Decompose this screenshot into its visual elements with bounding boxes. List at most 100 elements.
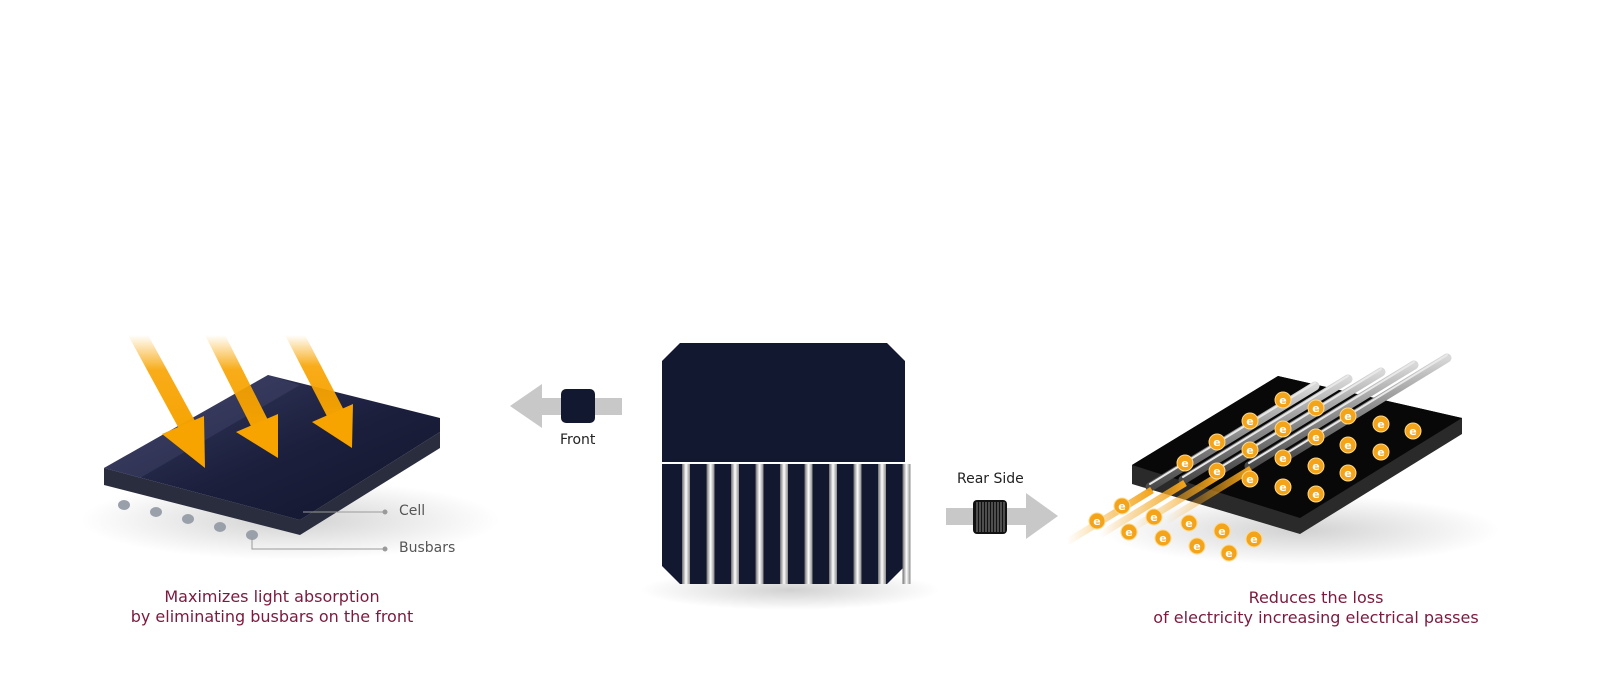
electron-icon: e xyxy=(1208,433,1226,451)
electron-icon: e xyxy=(1241,470,1259,488)
cell-side xyxy=(104,432,440,535)
electron-symbol: e xyxy=(1279,481,1286,494)
electron-icon: e xyxy=(1274,449,1292,467)
electron-icon: e xyxy=(1241,441,1259,459)
electron-icon: e xyxy=(1188,537,1206,555)
rear-stripe xyxy=(829,464,837,584)
rear-busbar xyxy=(1178,374,1353,485)
electron-symbol: e xyxy=(1312,402,1319,415)
rear-stripe xyxy=(731,464,739,584)
electron-symbol: e xyxy=(1246,415,1253,428)
electron-icon: e xyxy=(1274,478,1292,496)
electron-symbol: e xyxy=(1150,511,1157,524)
rear-arrow xyxy=(946,493,1058,539)
electron-symbol: e xyxy=(1312,431,1319,444)
center-cell xyxy=(640,343,940,610)
rear-cell-icon xyxy=(973,500,1007,534)
electron-symbol: e xyxy=(1344,410,1351,423)
electron-icon: e xyxy=(1274,420,1292,438)
front-cell-illustration xyxy=(80,335,500,560)
rear-stripe xyxy=(902,464,911,584)
electron-icon: e xyxy=(1339,436,1357,454)
callout-lines xyxy=(251,509,388,552)
electron-symbol: e xyxy=(1279,394,1286,407)
rear-stripe xyxy=(706,464,715,584)
electron-icon: e xyxy=(1307,428,1325,446)
electron-symbol: e xyxy=(1279,452,1286,465)
electron-icon: e xyxy=(1154,529,1172,547)
electron-icon: e xyxy=(1220,544,1238,562)
rear-side-label: Rear Side xyxy=(957,471,1024,487)
rear-busbar xyxy=(1211,367,1386,478)
electron-symbol: e xyxy=(1185,517,1192,530)
electron-icon: e xyxy=(1307,457,1325,475)
electron-icon: e xyxy=(1213,522,1231,540)
electron-symbol: e xyxy=(1193,540,1200,553)
electron-icon: e xyxy=(1339,464,1357,482)
left-caption-line-1: Maximizes light absorption xyxy=(164,587,380,606)
electron-symbol: e xyxy=(1377,418,1384,431)
electron-symbol: e xyxy=(1344,467,1351,480)
front-label: Front xyxy=(560,432,596,448)
rear-busbar xyxy=(1244,360,1419,471)
electron-symbol: e xyxy=(1218,525,1225,538)
electron-icon: e xyxy=(1307,399,1325,417)
electron-icon: e xyxy=(1245,530,1263,548)
rear-busbar-stripes xyxy=(682,464,911,584)
busbars-callout-label: Busbars xyxy=(399,540,456,556)
electron-symbol: e xyxy=(1312,460,1319,473)
electron-icon: e xyxy=(1208,462,1226,480)
front-cell-icon xyxy=(561,389,595,423)
electron-icon: e xyxy=(1339,407,1357,425)
electron-icon: e xyxy=(1088,512,1106,530)
left-caption-line-2: by eliminating busbars on the front xyxy=(130,607,414,626)
rear-stripe xyxy=(780,464,788,584)
electron-symbol: e xyxy=(1246,473,1253,486)
right-caption: Reduces the loss of electricity increasi… xyxy=(1116,588,1516,628)
electron-symbol: e xyxy=(1125,526,1132,539)
electron-symbol: e xyxy=(1409,425,1416,438)
electron-symbol: e xyxy=(1118,500,1125,513)
rear-stripe xyxy=(878,464,886,584)
front-arrow xyxy=(510,384,622,428)
right-caption-line-2: of electricity increasing electrical pas… xyxy=(1153,608,1479,627)
cell-callout-label: Cell xyxy=(399,503,426,519)
electron-symbol: e xyxy=(1213,436,1220,449)
electron-symbol: e xyxy=(1312,488,1319,501)
rear-stripe xyxy=(853,464,862,584)
rear-stripe xyxy=(804,464,813,584)
electron-symbol: e xyxy=(1246,444,1253,457)
electron-icon: e xyxy=(1180,514,1198,532)
electron-symbol: e xyxy=(1213,465,1220,478)
electron-symbol: e xyxy=(1181,457,1188,470)
electron-icon: e xyxy=(1241,412,1259,430)
rear-stripe xyxy=(682,464,690,584)
electron-symbol: e xyxy=(1093,515,1100,528)
electron-symbol: e xyxy=(1344,439,1351,452)
electron-icon: e xyxy=(1274,391,1292,409)
electron-symbol: e xyxy=(1225,547,1232,560)
electron-icon: e xyxy=(1120,523,1138,541)
rear-stripe xyxy=(755,464,764,584)
flow-arrow xyxy=(1164,466,1253,524)
right-caption-line-1: Reduces the loss xyxy=(1248,588,1384,607)
busbar-pins xyxy=(118,500,258,540)
electron-symbol: e xyxy=(1250,533,1257,546)
electron-symbol: e xyxy=(1377,446,1384,459)
electron-icon: e xyxy=(1113,497,1131,515)
electron-icon: e xyxy=(1145,508,1163,526)
electron-icon: e xyxy=(1372,443,1390,461)
electron-symbol: e xyxy=(1279,423,1286,436)
sunlight-arrows xyxy=(128,335,353,468)
flow-arrow xyxy=(1065,487,1154,545)
electron-icon: e xyxy=(1307,485,1325,503)
left-caption: Maximizes light absorption by eliminatin… xyxy=(72,587,472,627)
electron-icon: e xyxy=(1372,415,1390,433)
electron-icon: e xyxy=(1176,454,1194,472)
flow-arrow xyxy=(1098,480,1187,538)
electron-icon: e xyxy=(1404,422,1422,440)
electron-symbol: e xyxy=(1159,532,1166,545)
